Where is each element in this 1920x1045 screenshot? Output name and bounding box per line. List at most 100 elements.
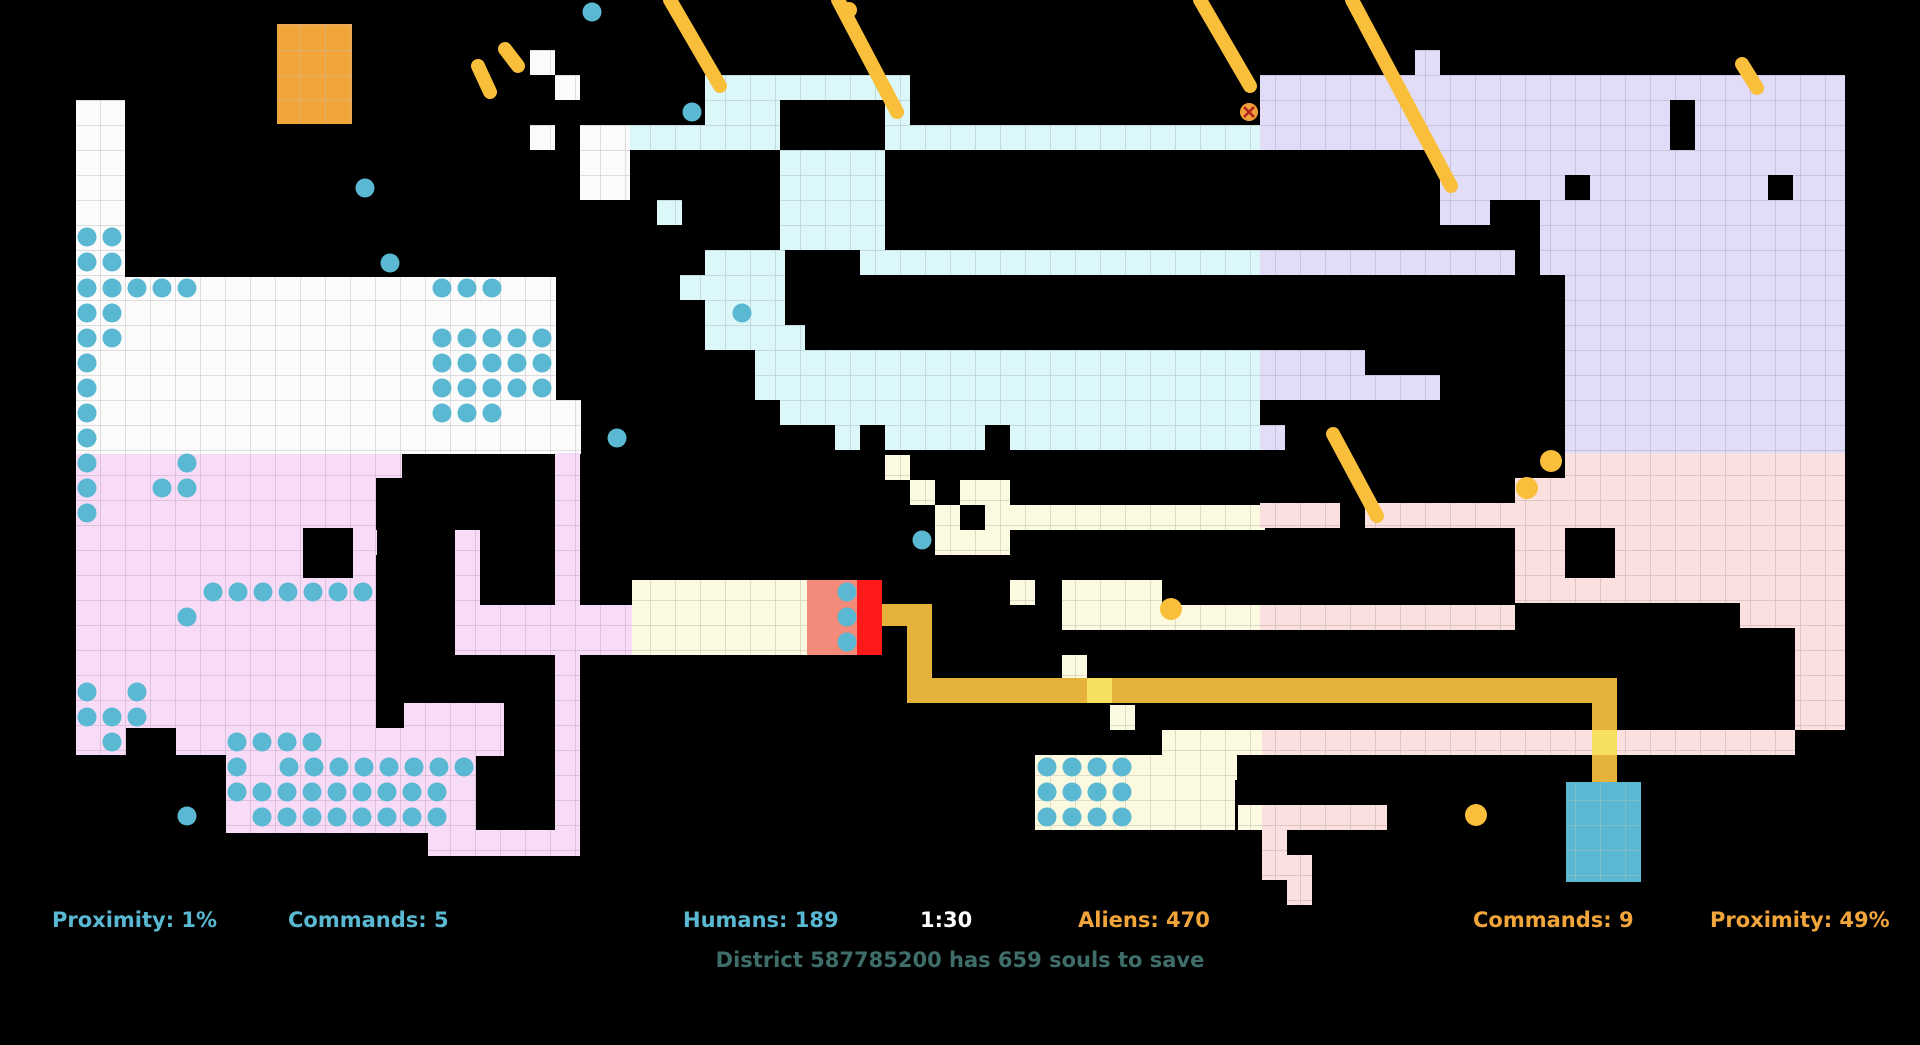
human-units[interactable] xyxy=(77,2,1132,827)
human-unit-icon[interactable] xyxy=(353,582,373,602)
human-unit-icon[interactable] xyxy=(482,328,502,348)
human-unit-icon[interactable] xyxy=(427,782,447,802)
human-unit-icon[interactable] xyxy=(402,782,422,802)
human-unit-icon[interactable] xyxy=(277,782,297,802)
human-unit-icon[interactable] xyxy=(582,2,602,22)
human-unit-icon[interactable] xyxy=(482,403,502,423)
human-unit-icon[interactable] xyxy=(1087,757,1107,777)
human-unit-icon[interactable] xyxy=(1112,757,1132,777)
human-unit-icon[interactable] xyxy=(482,353,502,373)
human-unit-icon[interactable] xyxy=(327,807,347,827)
human-unit-icon[interactable] xyxy=(77,478,97,498)
human-unit-icon[interactable] xyxy=(102,252,122,272)
human-unit-icon[interactable] xyxy=(77,227,97,247)
human-unit-icon[interactable] xyxy=(302,732,322,752)
human-unit-icon[interactable] xyxy=(457,403,477,423)
human-unit-icon[interactable] xyxy=(127,682,147,702)
human-unit-icon[interactable] xyxy=(177,478,197,498)
human-unit-icon[interactable] xyxy=(1112,807,1132,827)
human-unit-icon[interactable] xyxy=(1037,782,1057,802)
human-unit-icon[interactable] xyxy=(304,757,324,777)
human-unit-icon[interactable] xyxy=(352,782,372,802)
alien-base[interactable] xyxy=(277,24,352,124)
human-unit-icon[interactable] xyxy=(252,732,272,752)
human-unit-icon[interactable] xyxy=(177,607,197,627)
human-unit-icon[interactable] xyxy=(482,278,502,298)
human-unit-icon[interactable] xyxy=(303,582,323,602)
human-unit-icon[interactable] xyxy=(102,227,122,247)
human-unit-icon[interactable] xyxy=(227,732,247,752)
human-unit-icon[interactable] xyxy=(532,353,552,373)
human-unit-icon[interactable] xyxy=(177,278,197,298)
human-unit-icon[interactable] xyxy=(227,782,247,802)
human-unit-icon[interactable] xyxy=(377,782,397,802)
human-unit-icon[interactable] xyxy=(732,303,752,323)
human-unit-icon[interactable] xyxy=(432,403,452,423)
human-unit-icon[interactable] xyxy=(457,353,477,373)
human-unit-icon[interactable] xyxy=(454,757,474,777)
human-unit-icon[interactable] xyxy=(77,328,97,348)
human-unit-icon[interactable] xyxy=(607,428,627,448)
human-unit-icon[interactable] xyxy=(102,707,122,727)
target-x-icon[interactable] xyxy=(1240,103,1258,121)
human-unit-icon[interactable] xyxy=(77,303,97,323)
human-unit-icon[interactable] xyxy=(77,278,97,298)
human-unit-icon[interactable] xyxy=(327,782,347,802)
human-unit-icon[interactable] xyxy=(1087,782,1107,802)
human-unit-icon[interactable] xyxy=(837,607,857,627)
human-unit-icon[interactable] xyxy=(77,503,97,523)
human-unit-icon[interactable] xyxy=(837,582,857,602)
human-unit-icon[interactable] xyxy=(352,807,372,827)
human-unit-icon[interactable] xyxy=(1037,757,1057,777)
human-unit-icon[interactable] xyxy=(127,278,147,298)
human-unit-icon[interactable] xyxy=(354,757,374,777)
human-unit-icon[interactable] xyxy=(77,453,97,473)
human-unit-icon[interactable] xyxy=(379,757,399,777)
human-unit-icon[interactable] xyxy=(380,253,400,273)
human-unit-icon[interactable] xyxy=(77,353,97,373)
human-unit-icon[interactable] xyxy=(432,328,452,348)
human-unit-icon[interactable] xyxy=(302,782,322,802)
alien-units[interactable] xyxy=(841,2,1562,826)
human-unit-icon[interactable] xyxy=(457,328,477,348)
human-unit-icon[interactable] xyxy=(1062,757,1082,777)
human-unit-icon[interactable] xyxy=(507,353,527,373)
human-unit-icon[interactable] xyxy=(532,378,552,398)
human-unit-icon[interactable] xyxy=(1112,782,1132,802)
human-unit-icon[interactable] xyxy=(1087,807,1107,827)
human-unit-icon[interactable] xyxy=(429,757,449,777)
human-unit-icon[interactable] xyxy=(277,807,297,827)
human-unit-icon[interactable] xyxy=(402,807,422,827)
human-unit-icon[interactable] xyxy=(102,328,122,348)
human-unit-icon[interactable] xyxy=(252,782,272,802)
human-unit-icon[interactable] xyxy=(77,403,97,423)
human-unit-icon[interactable] xyxy=(252,807,272,827)
human-unit-icon[interactable] xyxy=(277,732,297,752)
human-unit-icon[interactable] xyxy=(1062,782,1082,802)
human-unit-icon[interactable] xyxy=(507,328,527,348)
human-unit-icon[interactable] xyxy=(279,757,299,777)
human-unit-icon[interactable] xyxy=(152,478,172,498)
human-unit-icon[interactable] xyxy=(177,453,197,473)
human-unit-icon[interactable] xyxy=(682,102,702,122)
human-unit-icon[interactable] xyxy=(427,807,447,827)
human-unit-icon[interactable] xyxy=(77,428,97,448)
human-unit-icon[interactable] xyxy=(532,328,552,348)
human-unit-icon[interactable] xyxy=(457,278,477,298)
human-unit-icon[interactable] xyxy=(227,757,247,777)
human-unit-icon[interactable] xyxy=(302,807,322,827)
human-unit-icon[interactable] xyxy=(127,707,147,727)
human-unit-icon[interactable] xyxy=(432,378,452,398)
human-unit-icon[interactable] xyxy=(102,278,122,298)
human-unit-icon[interactable] xyxy=(278,582,298,602)
human-unit-icon[interactable] xyxy=(203,582,223,602)
human-unit-icon[interactable] xyxy=(77,378,97,398)
human-unit-icon[interactable] xyxy=(837,632,857,652)
human-unit-icon[interactable] xyxy=(482,378,502,398)
human-unit-icon[interactable] xyxy=(152,278,172,298)
human-unit-icon[interactable] xyxy=(102,303,122,323)
human-base[interactable] xyxy=(1566,782,1641,882)
human-unit-icon[interactable] xyxy=(328,582,348,602)
human-unit-icon[interactable] xyxy=(77,252,97,272)
human-unit-icon[interactable] xyxy=(432,278,452,298)
